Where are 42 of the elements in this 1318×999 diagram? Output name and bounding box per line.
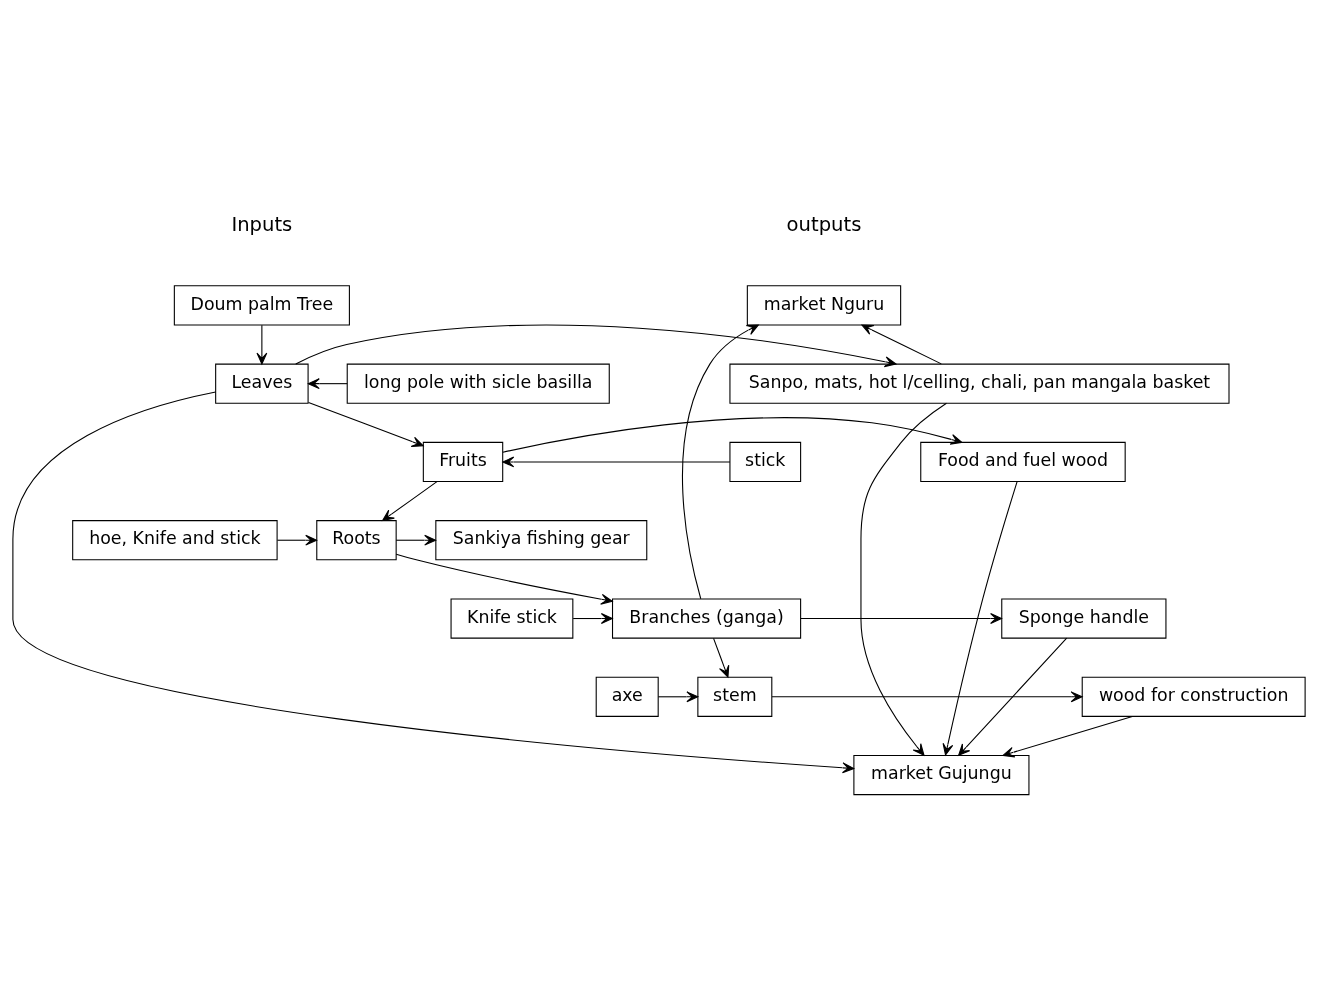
node-box: Doum palm Tree (173, 284, 350, 325)
arrow (657, 690, 699, 702)
node-box: hoe, Knife and stick (72, 519, 278, 560)
node-box: axe (595, 676, 659, 717)
node-box: Sanpo, mats, hot l/celling, chali, pan mangala basket (729, 363, 1230, 404)
label: Inputs (231, 212, 293, 236)
node-box: wood for construction (1081, 676, 1306, 717)
arrow (958, 637, 1068, 756)
arrow (307, 377, 348, 389)
arrow (800, 612, 1003, 624)
arrow (502, 416, 963, 453)
arrow (502, 456, 731, 467)
node-box: long pole with sicle basilla (346, 363, 610, 404)
arrow (395, 534, 437, 546)
arrow (681, 324, 759, 599)
arrow (256, 324, 268, 365)
node-box: Sponge handle (1001, 597, 1167, 639)
arrow (1002, 715, 1133, 757)
node-box: Branches (ganga) (611, 597, 802, 639)
arrow (295, 324, 897, 367)
node-box: market Gujungu (853, 754, 1030, 795)
node-box: stick (729, 441, 802, 482)
arrow (276, 534, 318, 546)
node-box: Roots (316, 519, 397, 560)
node-box: Fruits (422, 441, 504, 482)
arrow (713, 637, 730, 678)
arrow (12, 390, 855, 773)
arrow (860, 402, 947, 756)
node-box: Sankiya fishing gear (435, 519, 648, 560)
node-box: market Nguru (746, 284, 902, 325)
arrow (382, 480, 438, 521)
node-box: stem (697, 676, 773, 717)
arrow (771, 690, 1083, 702)
arrow (942, 480, 1018, 756)
arrow (308, 401, 424, 447)
node-box: Leaves (215, 363, 309, 404)
arrow (572, 612, 613, 624)
arrow (861, 324, 942, 364)
node-box: Food and fuel wood (920, 441, 1126, 482)
arrow (395, 553, 613, 605)
node-box: Knife stick (450, 597, 574, 639)
label: outputs (786, 212, 862, 236)
